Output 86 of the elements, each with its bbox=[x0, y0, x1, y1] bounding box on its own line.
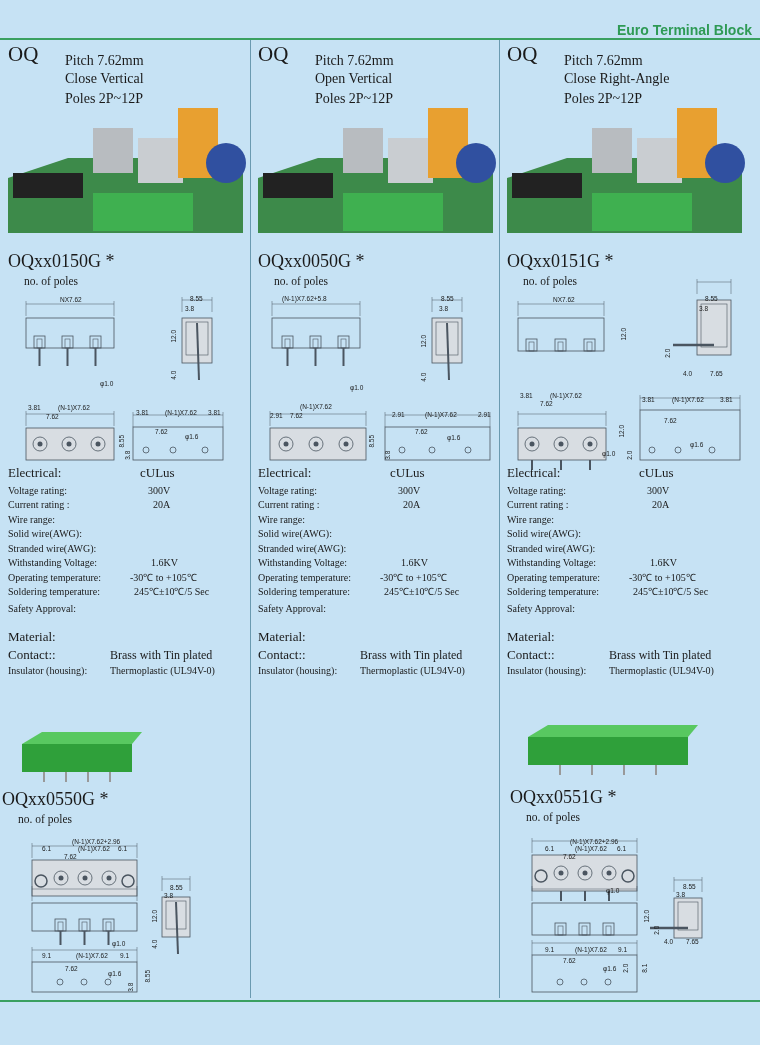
product-description: Open Vertical bbox=[315, 72, 393, 86]
spec-text: Insulator (housing): bbox=[8, 666, 88, 676]
spec-text: Stranded wire(AWG): bbox=[258, 544, 347, 554]
spec-text: Thermoplastic (UL94V-0) bbox=[360, 666, 465, 676]
spec-text: 20A bbox=[153, 500, 171, 510]
spec-text: Thermoplastic (UL94V-0) bbox=[110, 666, 215, 676]
part-number: OQxx0151G * bbox=[507, 252, 614, 270]
spec-text: Electrical: bbox=[507, 466, 561, 479]
spec-text: Operating temperature: bbox=[507, 573, 600, 583]
spec-text: -30℃ to +105℃ bbox=[130, 573, 197, 583]
product-description: Close Right-Angle bbox=[564, 72, 670, 86]
spec-text: 245℃±10℃/5 Sec bbox=[633, 587, 709, 597]
spec-text: Solid wire(AWG): bbox=[258, 529, 332, 539]
spec-text: Solid wire(AWG): bbox=[507, 529, 581, 539]
spec-text: Brass with Tin plated bbox=[110, 649, 213, 661]
spec-text: -30℃ to +105℃ bbox=[629, 573, 696, 583]
spec-text: Safety Approval: bbox=[8, 604, 77, 614]
spec-text: Safety Approval: bbox=[258, 604, 327, 614]
series-code: OQ bbox=[8, 44, 39, 65]
spec-text: Wire range: bbox=[258, 515, 306, 525]
spec-text: Stranded wire(AWG): bbox=[507, 544, 596, 554]
spec-text: 1.6KV bbox=[650, 558, 677, 568]
spec-text: Safety Approval: bbox=[507, 604, 576, 614]
spec-text: Insulator (housing): bbox=[507, 666, 587, 676]
spec-text: cULus bbox=[639, 466, 674, 479]
spec-text: 245℃±10℃/5 Sec bbox=[134, 587, 210, 597]
caption: no. of poles bbox=[24, 276, 78, 288]
spec-text: Material: bbox=[8, 630, 56, 643]
spec-text: Voltage rating: bbox=[8, 486, 67, 496]
spec-text: 245℃±10℃/5 Sec bbox=[384, 587, 460, 597]
spec-text: Soldering temperature: bbox=[507, 587, 599, 597]
spec-text: Material: bbox=[507, 630, 555, 643]
series-code: OQ bbox=[507, 44, 538, 65]
spec-text: Voltage rating: bbox=[507, 486, 566, 496]
caption: no. of poles bbox=[274, 276, 328, 288]
part-number: OQxx0150G * bbox=[8, 252, 115, 270]
spec-text: 20A bbox=[652, 500, 670, 510]
spec-text: Thermoplastic (UL94V-0) bbox=[609, 666, 714, 676]
spec-text: 1.6KV bbox=[401, 558, 428, 568]
spec-text: Brass with Tin plated bbox=[609, 649, 712, 661]
caption: no. of poles bbox=[523, 276, 577, 288]
spec-text: Wire range: bbox=[507, 515, 555, 525]
spec-text: Current rating : bbox=[8, 500, 70, 510]
spec-text: 300V bbox=[398, 486, 421, 496]
series-code: OQ bbox=[258, 44, 289, 65]
spec-text: 300V bbox=[148, 486, 171, 496]
spec-text: Soldering temperature: bbox=[8, 587, 100, 597]
spec-text: Insulator (housing): bbox=[258, 666, 338, 676]
spec-text: Withstanding Voltage: bbox=[507, 558, 596, 568]
caption: no. of poles bbox=[526, 812, 580, 824]
spec-text: 1.6KV bbox=[151, 558, 178, 568]
part-number: OQxx0050G * bbox=[258, 252, 365, 270]
spec-text: Stranded wire(AWG): bbox=[8, 544, 97, 554]
product-description: Poles 2P~12P bbox=[564, 92, 642, 106]
spec-text: cULus bbox=[140, 466, 175, 479]
product-description: Poles 2P~12P bbox=[315, 92, 393, 106]
spec-text: Current rating : bbox=[258, 500, 320, 510]
spec-text: Electrical: bbox=[8, 466, 62, 479]
spec-text: Operating temperature: bbox=[258, 573, 351, 583]
product-description: Close Vertical bbox=[65, 72, 144, 86]
product-description: Pitch 7.62mm bbox=[564, 54, 643, 68]
product-description: Pitch 7.62mm bbox=[315, 54, 394, 68]
product-description: Pitch 7.62mm bbox=[65, 54, 144, 68]
spec-text: cULus bbox=[390, 466, 425, 479]
spec-text: Solid wire(AWG): bbox=[8, 529, 82, 539]
spec-text: Voltage rating: bbox=[258, 486, 317, 496]
spec-text: Contact:: bbox=[507, 648, 555, 661]
spec-text: Electrical: bbox=[258, 466, 312, 479]
spec-text: 300V bbox=[647, 486, 670, 496]
spec-text: 20A bbox=[403, 500, 421, 510]
product-description: Poles 2P~12P bbox=[65, 92, 143, 106]
spec-text: Brass with Tin plated bbox=[360, 649, 463, 661]
spec-text: Contact:: bbox=[8, 648, 56, 661]
spec-text: Material: bbox=[258, 630, 306, 643]
caption: no. of poles bbox=[18, 814, 72, 826]
spec-text: Operating temperature: bbox=[8, 573, 101, 583]
spec-text: Contact:: bbox=[258, 648, 306, 661]
part-number: OQxx0550G * bbox=[2, 790, 109, 808]
spec-text: Soldering temperature: bbox=[258, 587, 350, 597]
spec-text: Withstanding Voltage: bbox=[8, 558, 97, 568]
page-title: Euro Terminal Block bbox=[616, 21, 752, 40]
spec-text: Wire range: bbox=[8, 515, 56, 525]
spec-text: Current rating : bbox=[507, 500, 569, 510]
spec-text: Withstanding Voltage: bbox=[258, 558, 347, 568]
spec-text: -30℃ to +105℃ bbox=[380, 573, 447, 583]
part-number: OQxx0551G * bbox=[510, 788, 617, 806]
